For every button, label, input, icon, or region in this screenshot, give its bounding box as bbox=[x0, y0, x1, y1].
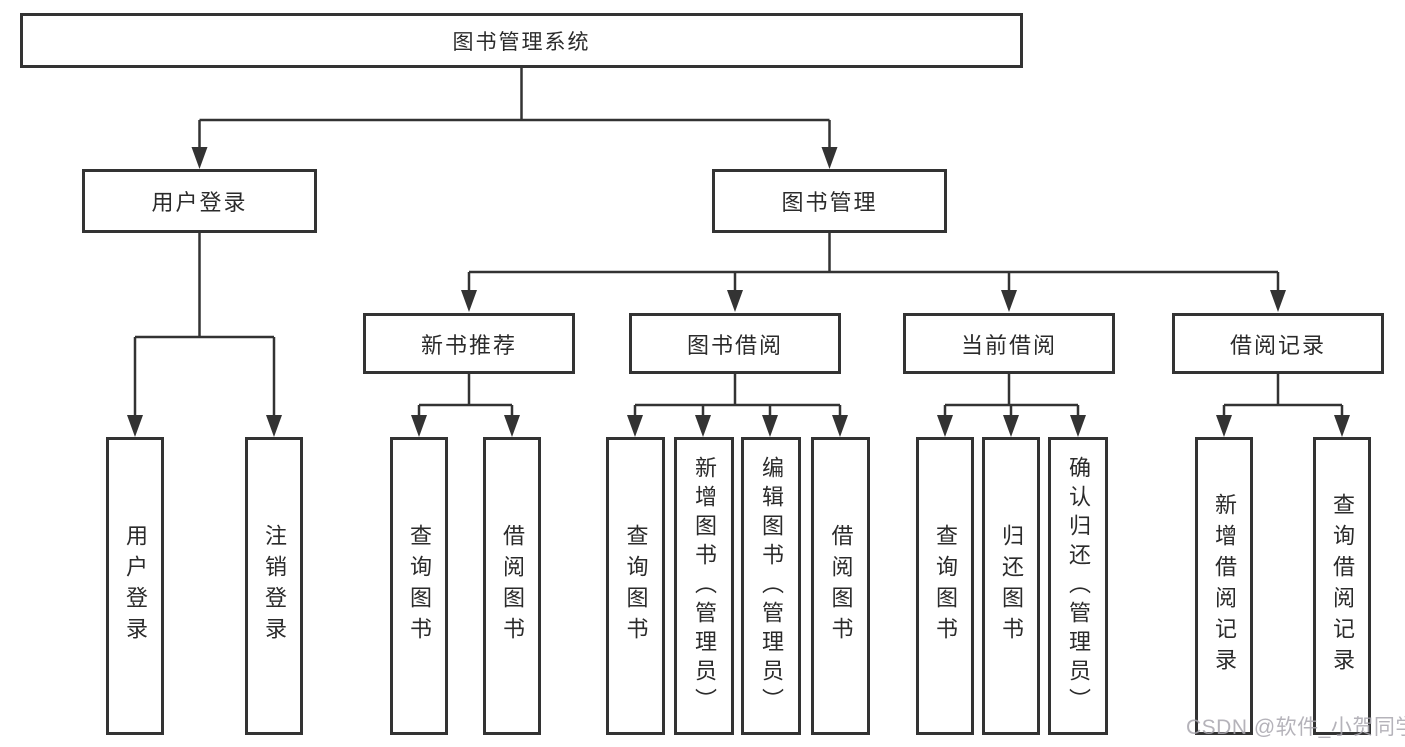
leaf-label: 归还图书 bbox=[999, 524, 1024, 648]
leaf-borrow-books: 借阅图书 bbox=[811, 437, 870, 735]
leaf-label: 查询图书 bbox=[933, 524, 958, 648]
leaf-query-borrow-record: 查询借阅记录 bbox=[1313, 437, 1371, 735]
node-library-management-system: 图书管理系统 bbox=[20, 13, 1023, 68]
leaf-label: 新增图书（管理员） bbox=[692, 455, 717, 717]
leaf-label: 查询图书 bbox=[407, 524, 432, 648]
leaf-query-books-recommend: 查询图书 bbox=[390, 437, 448, 735]
node-current-borrowing: 当前借阅 bbox=[903, 313, 1115, 374]
node-label: 用户登录 bbox=[151, 190, 248, 215]
node-book-borrowing: 图书借阅 bbox=[629, 313, 841, 374]
leaf-label: 借阅图书 bbox=[500, 524, 525, 648]
leaf-label: 编辑图书（管理员） bbox=[759, 455, 784, 717]
leaf-edit-book-admin: 编辑图书（管理员） bbox=[741, 437, 801, 735]
leaf-return-book: 归还图书 bbox=[982, 437, 1040, 735]
node-user-login: 用户登录 bbox=[82, 169, 317, 233]
leaf-label: 借阅图书 bbox=[828, 524, 854, 648]
node-label: 图书管理系统 bbox=[452, 30, 591, 54]
node-label: 新书推荐 bbox=[420, 332, 517, 358]
leaf-confirm-return-admin: 确认归还（管理员） bbox=[1048, 437, 1108, 735]
leaf-query-books-borrow: 查询图书 bbox=[606, 437, 665, 735]
leaf-label: 查询借阅记录 bbox=[1330, 493, 1355, 679]
leaf-label: 新增借阅记录 bbox=[1212, 493, 1237, 679]
leaf-user-login: 用户登录 bbox=[106, 437, 164, 735]
leaf-query-books-current: 查询图书 bbox=[916, 437, 974, 735]
leaf-label: 确认归还（管理员） bbox=[1066, 455, 1091, 717]
leaf-label: 注销登录 bbox=[262, 524, 287, 648]
leaf-add-borrow-record: 新增借阅记录 bbox=[1195, 437, 1253, 735]
node-new-book-recommendation: 新书推荐 bbox=[363, 313, 575, 374]
csdn-watermark: CSDN @软件_小贺同学 bbox=[1186, 716, 1405, 739]
node-borrowing-records: 借阅记录 bbox=[1172, 313, 1384, 374]
leaf-label: 用户登录 bbox=[123, 524, 148, 648]
leaf-label: 查询图书 bbox=[623, 524, 649, 648]
node-label: 借阅记录 bbox=[1229, 332, 1326, 358]
node-label: 图书管理 bbox=[781, 190, 878, 215]
node-label: 图书借阅 bbox=[686, 332, 783, 358]
leaf-logout: 注销登录 bbox=[245, 437, 303, 735]
node-book-management: 图书管理 bbox=[712, 169, 947, 233]
leaf-add-book-admin: 新增图书（管理员） bbox=[674, 437, 734, 735]
node-label: 当前借阅 bbox=[960, 332, 1057, 358]
leaf-borrow-books-recommend: 借阅图书 bbox=[483, 437, 541, 735]
